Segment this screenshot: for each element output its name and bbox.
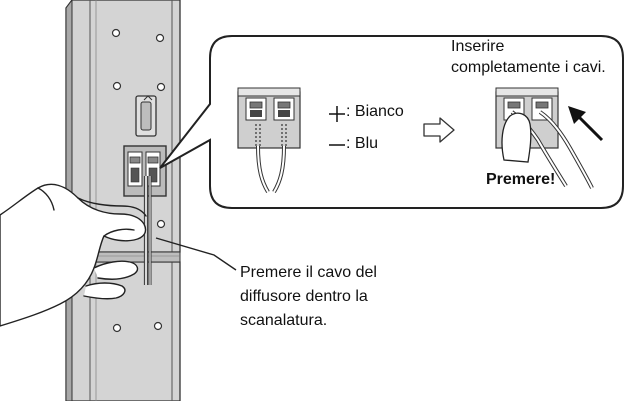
screw [112, 81, 122, 91]
screw [156, 82, 166, 92]
callout-bubble [159, 35, 624, 209]
mount-slot [135, 95, 157, 137]
terminal-closeup [237, 87, 301, 194]
plus-white-label: : Bianco [346, 103, 404, 120]
screw [156, 219, 166, 229]
leader-line [155, 237, 237, 271]
groove-note-line1: Premere il cavo del [240, 264, 377, 281]
groove-note-line3: scanalatura. [240, 312, 328, 329]
groove-note-line2: diffusore dentro la [240, 288, 368, 305]
minus-blue-label: : Blu [346, 135, 379, 152]
insert-instruction-line2: completamente i cavi. [451, 59, 606, 76]
screw [112, 323, 122, 333]
hand-illustration [0, 183, 147, 327]
screw [155, 33, 165, 43]
plus-sign-icon [329, 106, 345, 122]
push-arrow-icon [568, 106, 604, 142]
screw [111, 28, 121, 38]
insert-instruction-line1: Inserire [451, 38, 505, 55]
push-label: Premere! [486, 171, 556, 188]
screw [153, 321, 163, 331]
terminal-block [123, 145, 167, 197]
right-arrow-icon [423, 117, 455, 143]
terminal-push-closeup [495, 87, 594, 189]
